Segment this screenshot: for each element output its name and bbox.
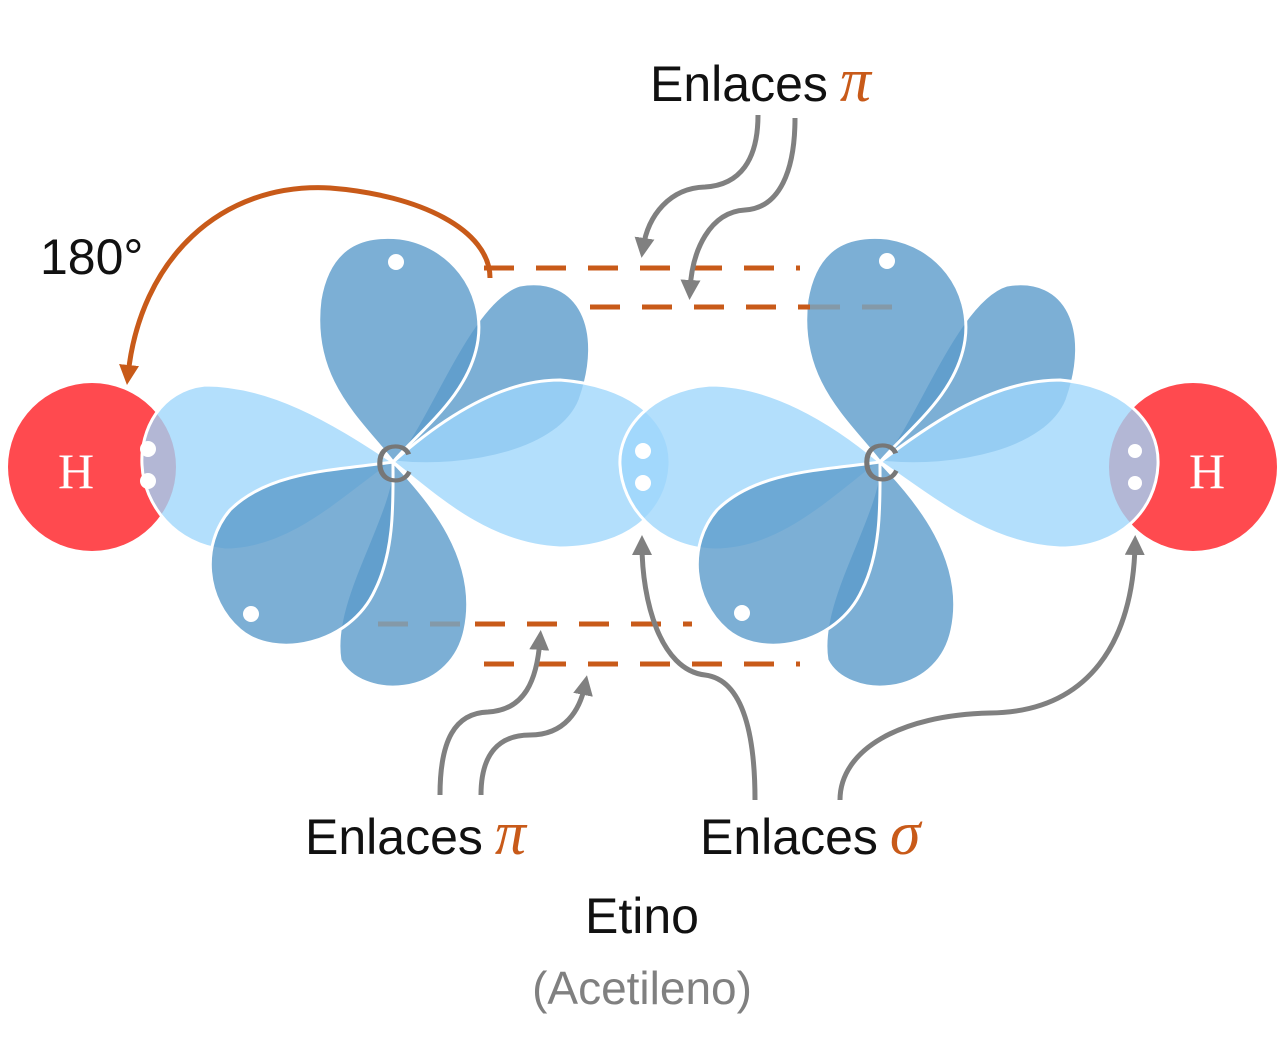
hydrogen-right-atom: [1109, 383, 1277, 551]
electron-dot: [388, 254, 404, 270]
pi-top-arrow: [680, 117, 798, 300]
p-orbital-lobe: [804, 235, 968, 465]
electron-dot: [879, 253, 895, 269]
carbon-left-label: C: [375, 434, 414, 494]
angle-label: 180°: [40, 229, 143, 285]
electron-dot: [635, 443, 651, 459]
pi-top-label-text: Enlaces: [650, 56, 828, 112]
molecule-subtitle: (Acetileno): [532, 962, 752, 1014]
p-orbital-lobe: [695, 460, 882, 647]
angle-arrow: [119, 185, 493, 385]
electron-dot: [140, 473, 156, 489]
pi-symbol: π: [840, 47, 873, 115]
pi-symbol: π: [495, 800, 528, 868]
sigma-label-text: Enlaces: [700, 809, 878, 865]
electron-dot: [243, 606, 259, 622]
sp-orbital-lobe: [877, 378, 1160, 550]
hydrogen-left-label: H: [58, 443, 94, 499]
molecule-title: Etino: [585, 888, 699, 944]
electron-dot: [734, 605, 750, 621]
sigma-arrow: [632, 535, 758, 801]
pi-bottom-label-text: Enlaces: [305, 809, 483, 865]
pi-bottom-arrow: [478, 675, 593, 796]
p-orbital-lobe: [208, 460, 395, 647]
sigma-symbol: σ: [890, 800, 923, 868]
hydrogen-right-label: H: [1189, 443, 1225, 499]
pi-bottom-arrow: [437, 630, 550, 796]
pi-top-arrow: [634, 114, 761, 258]
electron-dot: [140, 441, 156, 457]
electron-dot: [635, 475, 651, 491]
electron-dot: [1128, 444, 1142, 458]
hydrogen-left-atom: [8, 383, 176, 551]
sigma-arrow: [837, 535, 1145, 801]
electron-dot: [1128, 476, 1142, 490]
carbon-right-label: C: [862, 433, 901, 493]
p-orbital-lobe: [317, 235, 481, 465]
